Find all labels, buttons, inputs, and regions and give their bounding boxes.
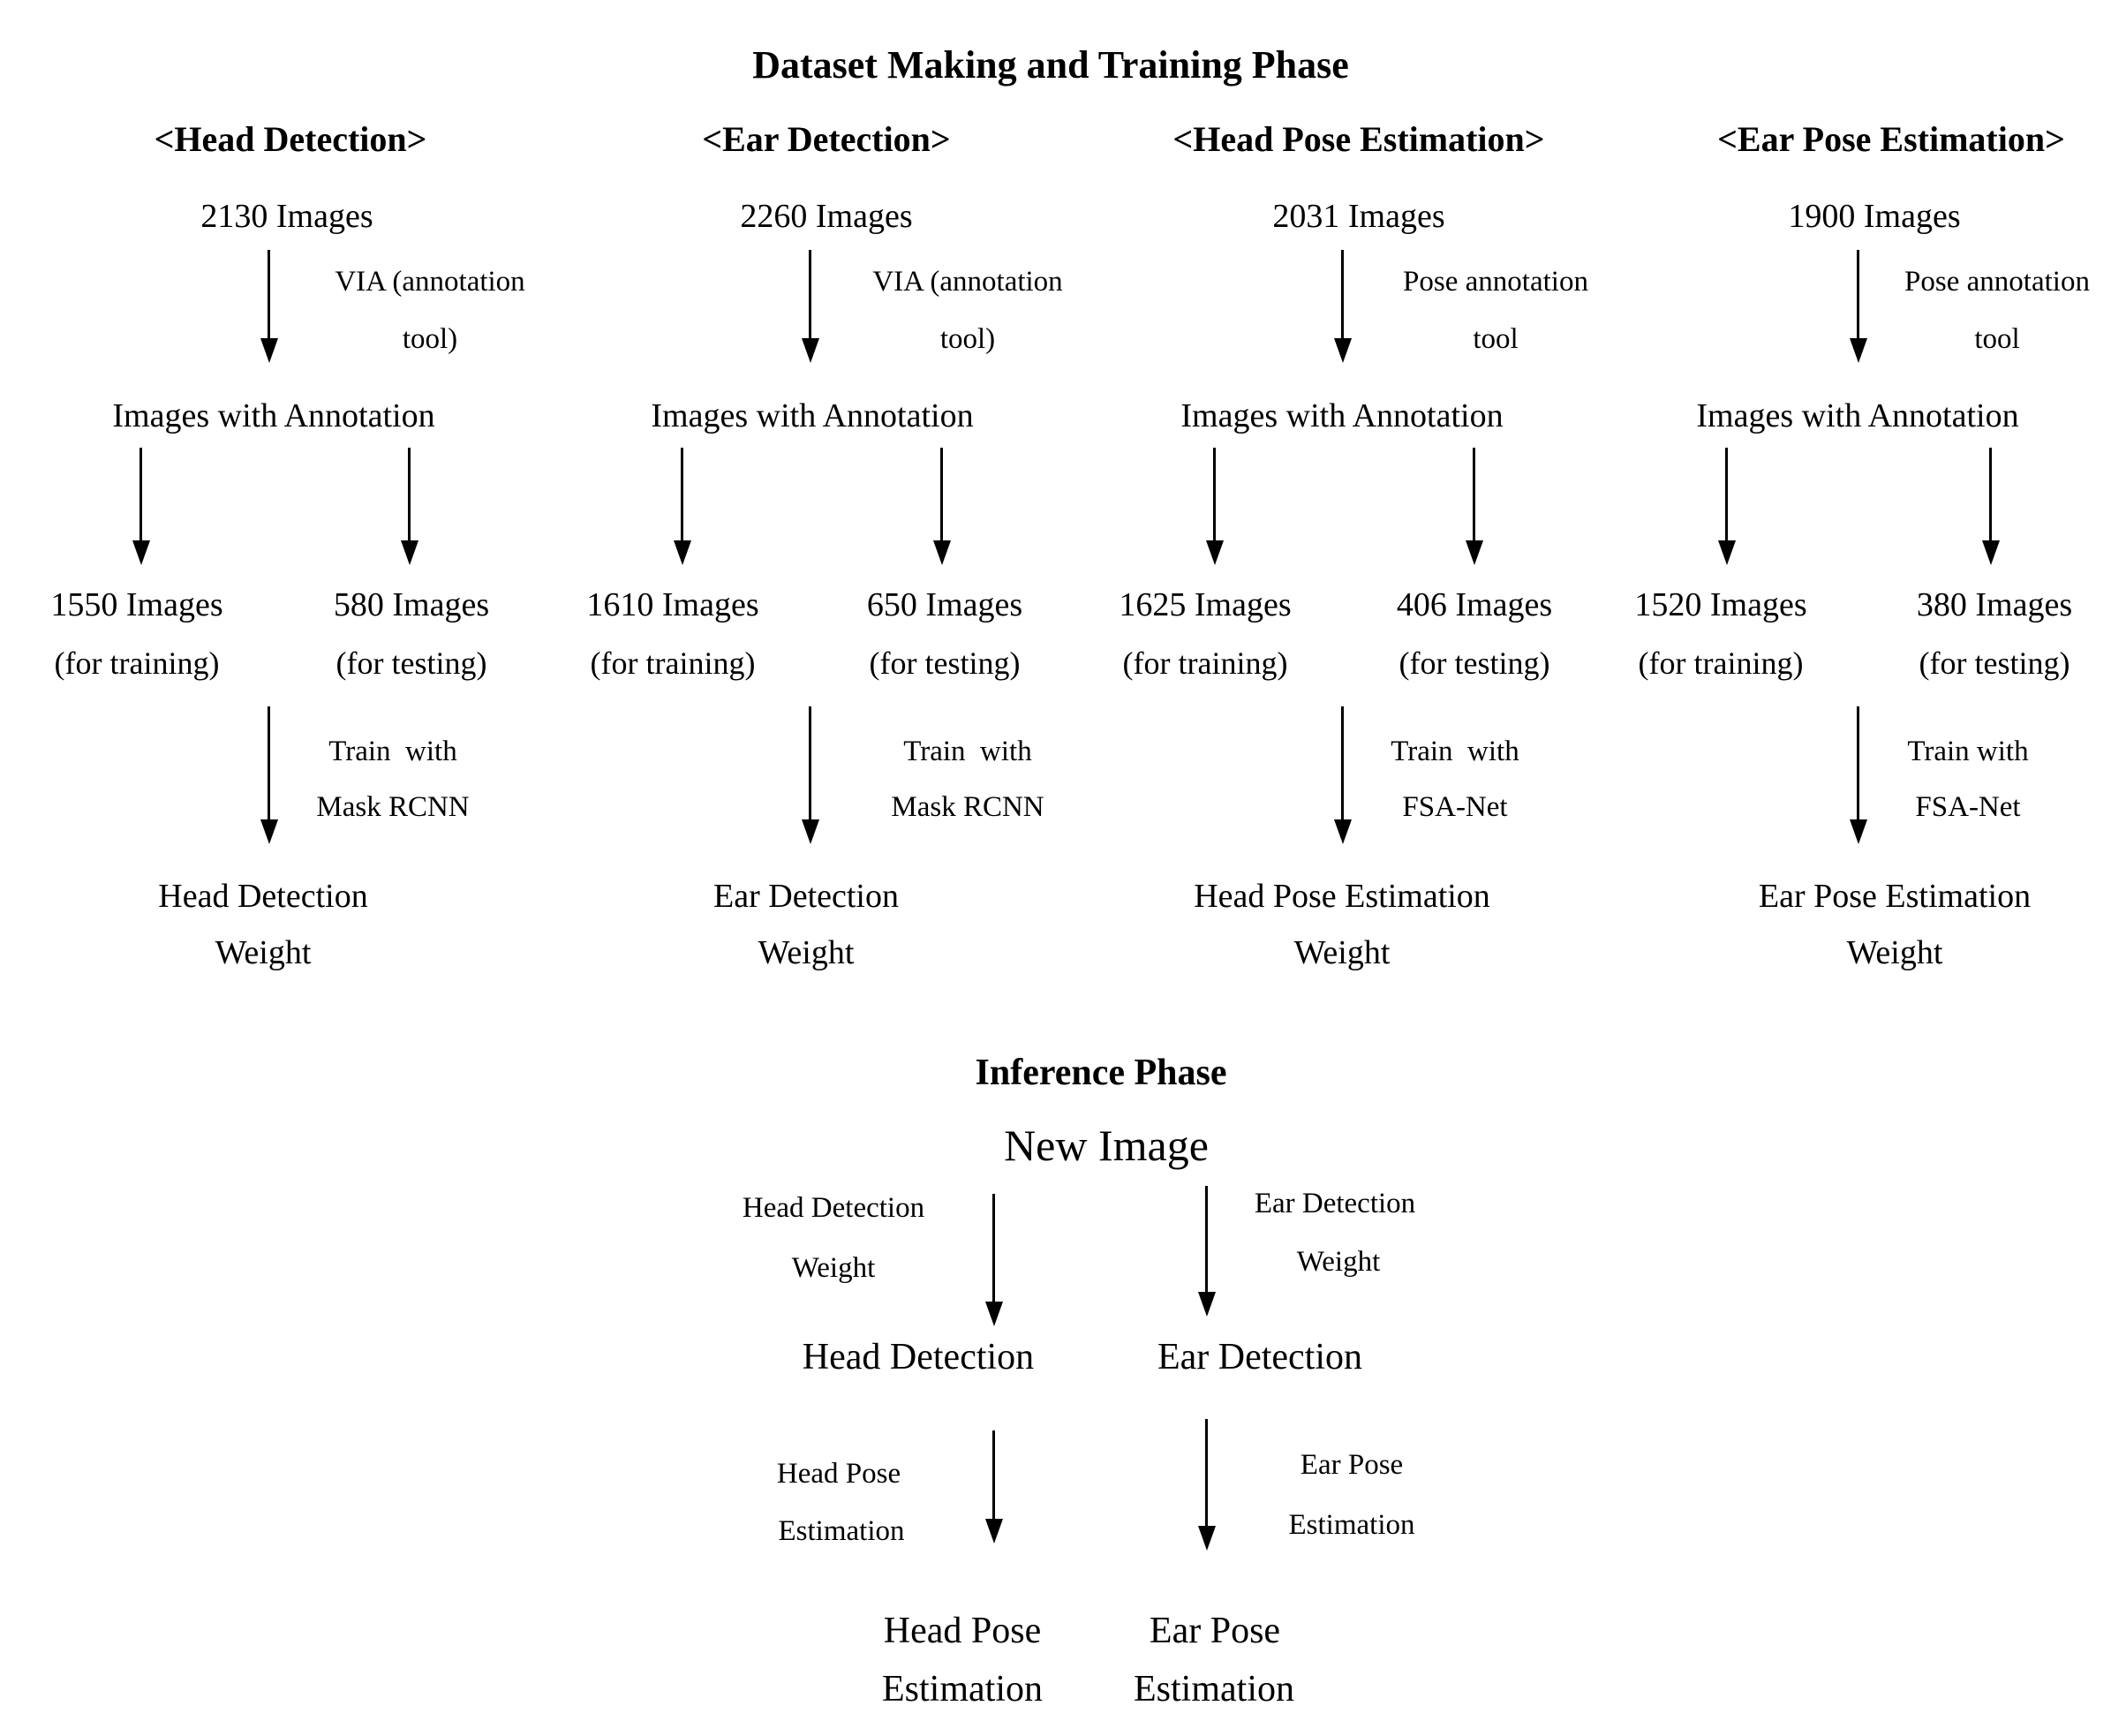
arrow-down-icon bbox=[992, 1194, 995, 1302]
train-with-label: Train with bbox=[1391, 736, 1519, 767]
arrow-down-icon bbox=[408, 448, 411, 540]
arrow-down-icon bbox=[681, 448, 683, 540]
arrow-down-icon bbox=[809, 250, 811, 338]
arrow-down-icon bbox=[1989, 448, 1992, 540]
images-with-annotation-label: Images with Annotation bbox=[651, 397, 974, 434]
weight-output-label: Ear Pose Estimation bbox=[1758, 878, 2032, 915]
images-with-annotation-label: Images with Annotation bbox=[1180, 397, 1504, 434]
arrow-down-icon bbox=[1857, 250, 1859, 338]
ear-pose-result: Ear Pose bbox=[1149, 1611, 1281, 1651]
head-pose-result: Estimation bbox=[882, 1669, 1043, 1710]
testing-split-note: (for testing) bbox=[1399, 645, 1550, 681]
training-split-note: (for training) bbox=[1122, 645, 1288, 681]
head-pose-result: Head Pose bbox=[883, 1611, 1042, 1651]
weight-output-label: Weight bbox=[758, 934, 855, 971]
weight-output-label: Head Detection bbox=[158, 878, 368, 915]
testing-split-count: 380 Images bbox=[1916, 586, 2073, 623]
annotation-tool-label: tool) bbox=[939, 323, 996, 355]
head-detection-stage: Head Detection bbox=[802, 1337, 1035, 1377]
arrow-down-icon bbox=[268, 250, 270, 338]
training-split-note: (for training) bbox=[54, 645, 220, 681]
annotation-tool-label: tool bbox=[1473, 323, 1519, 355]
train-with-model-label: Mask RCNN bbox=[316, 791, 470, 823]
ear-pose-op-label: Estimation bbox=[1288, 1509, 1415, 1541]
total-images-count: 2130 Images bbox=[200, 198, 373, 235]
new-image-node: New Image bbox=[1004, 1121, 1209, 1170]
arrow-down-icon bbox=[992, 1430, 995, 1519]
testing-split-note: (for testing) bbox=[335, 645, 487, 681]
annotation-tool-label: Pose annotation bbox=[1904, 266, 2090, 298]
weight-output-label: Weight bbox=[215, 934, 312, 971]
ear-detection-weight-label: Ear Detection bbox=[1254, 1188, 1416, 1219]
annotation-tool-label: tool) bbox=[402, 323, 458, 355]
weight-output-label: Weight bbox=[1293, 934, 1391, 971]
images-with-annotation-label: Images with Annotation bbox=[112, 397, 435, 434]
training-split-count: 1520 Images bbox=[1634, 586, 1807, 623]
annotation-tool-label: VIA (annotation bbox=[872, 266, 1063, 298]
arrow-down-icon bbox=[1213, 448, 1216, 540]
head-detection-weight-label: Head Detection bbox=[742, 1192, 925, 1224]
train-with-model-label: FSA-Net bbox=[1915, 791, 2021, 823]
training-phase-title: Dataset Making and Training Phase bbox=[752, 43, 1349, 87]
head-detection-weight-label: Weight bbox=[791, 1252, 876, 1284]
arrow-down-icon bbox=[809, 706, 811, 819]
training-split-count: 1610 Images bbox=[586, 586, 759, 623]
testing-split-count: 406 Images bbox=[1396, 586, 1553, 623]
weight-output-label: Weight bbox=[1846, 934, 1943, 971]
column-header-head-detection: <Head Detection> bbox=[154, 119, 427, 159]
ear-detection-weight-label: Weight bbox=[1296, 1246, 1381, 1278]
column-header-ear-detection: <Ear Detection> bbox=[702, 119, 951, 159]
weight-output-label: Ear Detection bbox=[713, 878, 899, 915]
testing-split-note: (for testing) bbox=[869, 645, 1021, 681]
weight-output-label: Head Pose Estimation bbox=[1194, 878, 1490, 915]
training-split-note: (for training) bbox=[1638, 645, 1804, 681]
arrow-down-icon bbox=[1205, 1419, 1208, 1526]
head-pose-op-label: Estimation bbox=[778, 1515, 905, 1547]
training-split-note: (for training) bbox=[590, 645, 756, 681]
train-with-label: Train with bbox=[1907, 736, 2029, 767]
arrow-down-icon bbox=[1205, 1186, 1208, 1292]
annotation-tool-label: Pose annotation bbox=[1403, 266, 1588, 298]
ear-pose-result: Estimation bbox=[1134, 1669, 1294, 1710]
arrow-down-icon bbox=[940, 448, 943, 540]
total-images-count: 2031 Images bbox=[1272, 198, 1445, 235]
annotation-tool-label: tool bbox=[1974, 323, 2020, 355]
arrow-down-icon bbox=[1473, 448, 1475, 540]
column-header-ear-pose: <Ear Pose Estimation> bbox=[1717, 119, 2065, 159]
total-images-count: 2260 Images bbox=[740, 198, 913, 235]
ear-pose-op-label: Ear Pose bbox=[1300, 1449, 1404, 1481]
arrow-down-icon bbox=[268, 706, 270, 819]
inference-phase-title: Inference Phase bbox=[975, 1053, 1227, 1093]
testing-split-note: (for testing) bbox=[1919, 645, 2070, 681]
annotation-tool-label: VIA (annotation bbox=[335, 266, 525, 298]
train-with-label: Train with bbox=[328, 736, 457, 767]
arrow-down-icon bbox=[139, 448, 142, 540]
total-images-count: 1900 Images bbox=[1788, 198, 1961, 235]
arrow-down-icon bbox=[1341, 706, 1344, 819]
ear-detection-stage: Ear Detection bbox=[1157, 1337, 1363, 1377]
testing-split-count: 580 Images bbox=[333, 586, 490, 623]
images-with-annotation-label: Images with Annotation bbox=[1696, 397, 2019, 434]
training-split-count: 1550 Images bbox=[50, 586, 223, 623]
column-header-head-pose: <Head Pose Estimation> bbox=[1172, 119, 1545, 159]
arrow-down-icon bbox=[1341, 250, 1344, 338]
train-with-model-label: FSA-Net bbox=[1402, 791, 1508, 823]
arrow-down-icon bbox=[1725, 448, 1728, 540]
head-pose-op-label: Head Pose bbox=[776, 1458, 901, 1490]
testing-split-count: 650 Images bbox=[866, 586, 1023, 623]
train-with-model-label: Mask RCNN bbox=[891, 791, 1044, 823]
arrow-down-icon bbox=[1857, 706, 1859, 819]
train-with-label: Train with bbox=[903, 736, 1032, 767]
training-split-count: 1625 Images bbox=[1119, 586, 1292, 623]
